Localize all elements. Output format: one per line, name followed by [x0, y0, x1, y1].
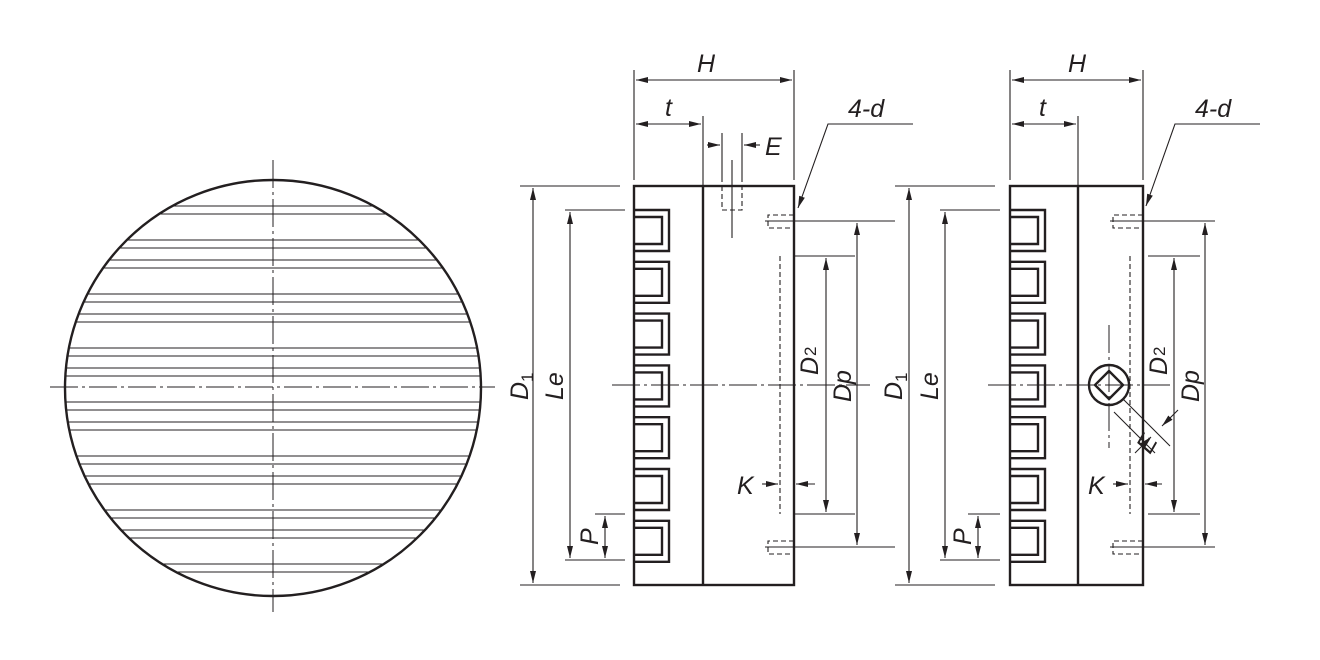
tooth-inner — [634, 371, 664, 401]
side-view-right: H t 4-d D 1 Le P D 2 Dp — [880, 50, 1260, 587]
tooth-outer — [1010, 467, 1047, 512]
tooth-inner — [634, 526, 664, 556]
label-P: P — [949, 528, 977, 545]
label-D1: D 1 — [506, 373, 537, 400]
tooth-inner — [1010, 474, 1040, 505]
leader-4-d — [1145, 123, 1260, 207]
label-H: H — [1068, 50, 1087, 78]
tooth-inner — [1010, 319, 1040, 349]
tooth-outer — [1010, 519, 1047, 563]
svg-text:1: 1 — [518, 373, 537, 382]
tooth-outer — [1010, 260, 1047, 304]
tooth-inner — [634, 215, 664, 246]
label-Le: Le — [916, 372, 944, 400]
tooth-inner — [634, 319, 664, 349]
tooth-outer — [1010, 208, 1047, 253]
label-Dp: Dp — [1177, 370, 1205, 402]
tooth-inner — [1010, 423, 1040, 453]
tooth-inner — [1010, 526, 1040, 556]
label-t: t — [1039, 94, 1047, 122]
tooth-outer — [634, 364, 671, 408]
tooth-outer — [634, 467, 671, 512]
svg-text:1: 1 — [892, 373, 911, 382]
tooth-inner — [634, 267, 664, 297]
label-holes: 4-d — [848, 95, 885, 123]
front-view — [50, 160, 495, 612]
svg-text:D: D — [1145, 357, 1173, 375]
tooth-outer — [634, 312, 671, 356]
tooth-outer — [634, 260, 671, 304]
tooth-outer — [634, 519, 671, 563]
tooth-outer — [634, 416, 671, 460]
tooth-inner — [634, 423, 664, 453]
tooth-outer — [1010, 312, 1047, 356]
square-drive-socket — [1087, 325, 1131, 448]
tooth-outer — [1010, 416, 1047, 460]
dim-E — [1134, 436, 1152, 454]
label-E: E — [1131, 429, 1164, 458]
svg-text:2: 2 — [1150, 347, 1169, 356]
label-P: P — [576, 528, 604, 545]
teeth — [634, 208, 671, 563]
label-holes: 4-d — [1195, 95, 1232, 123]
tooth-outer — [634, 208, 671, 253]
label-t: t — [665, 94, 673, 122]
label-D2: D 2 — [1145, 347, 1173, 375]
tooth-inner — [1010, 215, 1040, 246]
leader-4-d — [797, 123, 913, 209]
label-H: H — [697, 50, 716, 78]
label-E: E — [765, 133, 782, 161]
svg-text:2: 2 — [801, 347, 820, 356]
label-Le: Le — [541, 372, 569, 400]
svg-text:D: D — [796, 357, 824, 375]
svg-text:D: D — [506, 382, 534, 400]
teeth — [1010, 208, 1047, 563]
label-D2: D 2 — [796, 347, 824, 375]
svg-text:D: D — [880, 382, 908, 400]
side-view-left: H t E 4-d D 1 Le P — [506, 50, 913, 587]
label-K: K — [737, 472, 755, 500]
tooth-inner — [634, 474, 664, 505]
label-D1: D 1 — [880, 373, 911, 400]
tooth-inner — [1010, 371, 1040, 401]
tooth-outer — [1010, 364, 1047, 408]
label-Dp: Dp — [829, 370, 857, 402]
label-K: K — [1088, 472, 1106, 500]
tooth-inner — [1010, 267, 1040, 297]
